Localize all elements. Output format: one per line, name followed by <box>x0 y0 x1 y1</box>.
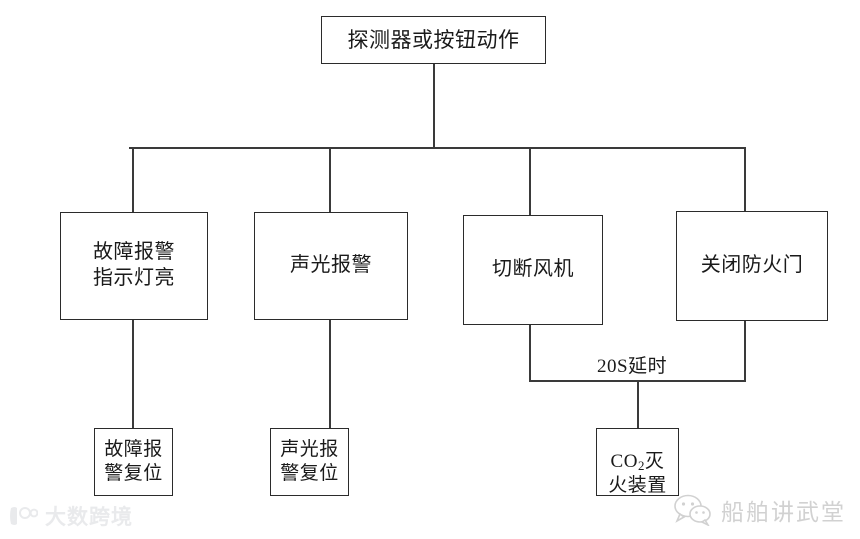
dashu-logo-icon <box>10 507 38 525</box>
node-fault-alarm-indicator-label: 故障报警 指示灯亮 <box>93 241 175 289</box>
watermark-right-label: 船舶讲武堂 <box>721 499 846 525</box>
node-audible-visual-alarm: 声光报警 <box>254 212 408 320</box>
node-audible-visual-alarm-reset: 声光报 警复位 <box>270 428 349 496</box>
node-audible-visual-alarm-reset-label: 声光报 警复位 <box>280 438 339 484</box>
node-audible-visual-alarm-label: 声光报警 <box>290 254 372 277</box>
connector-branch4-down <box>744 321 746 381</box>
connector-root-stem <box>433 64 435 148</box>
node-co2-prefix: CO <box>610 450 638 472</box>
node-close-fire-door-label: 关闭防火门 <box>700 254 804 277</box>
node-fault-alarm-reset: 故障报 警复位 <box>94 428 173 496</box>
connector-branch1-to-leaf1 <box>132 320 134 428</box>
connector-main-bus <box>129 147 746 149</box>
node-fault-alarm-indicator: 故障报警 指示灯亮 <box>60 212 208 320</box>
node-fault-alarm-reset-label: 故障报 警复位 <box>104 438 163 484</box>
node-shutdown-fan: 切断风机 <box>463 215 603 325</box>
watermark-left: 大数跨境 <box>8 501 133 531</box>
connector-bus-to-branch1 <box>132 147 134 213</box>
edge-label-delay: 20S延时 <box>592 351 673 378</box>
watermark-right: 船舶讲武堂 <box>672 493 846 527</box>
connector-bus-to-branch2 <box>329 147 331 213</box>
node-root-label: 探测器或按钮动作 <box>347 27 520 52</box>
connector-branch2-to-leaf2 <box>329 320 331 428</box>
wechat-bubbles-icon <box>674 494 711 526</box>
connector-branch3-down <box>529 325 531 381</box>
node-co2-extinguishing-unit: CO2灭 火装置 <box>596 428 679 496</box>
node-shutdown-fan-label: 切断风机 <box>492 258 574 281</box>
watermark-left-label: 大数跨境 <box>45 506 133 529</box>
node-co2-suffix: 灭 火装置 <box>608 450 667 497</box>
node-co2-subscript: 2 <box>637 458 645 474</box>
connector-bus-to-branch3 <box>529 147 531 215</box>
connector-delay-to-co2 <box>637 380 639 428</box>
node-root: 探测器或按钮动作 <box>321 16 546 64</box>
node-close-fire-door: 关闭防火门 <box>676 211 828 321</box>
connector-bus-to-branch4 <box>744 147 746 211</box>
